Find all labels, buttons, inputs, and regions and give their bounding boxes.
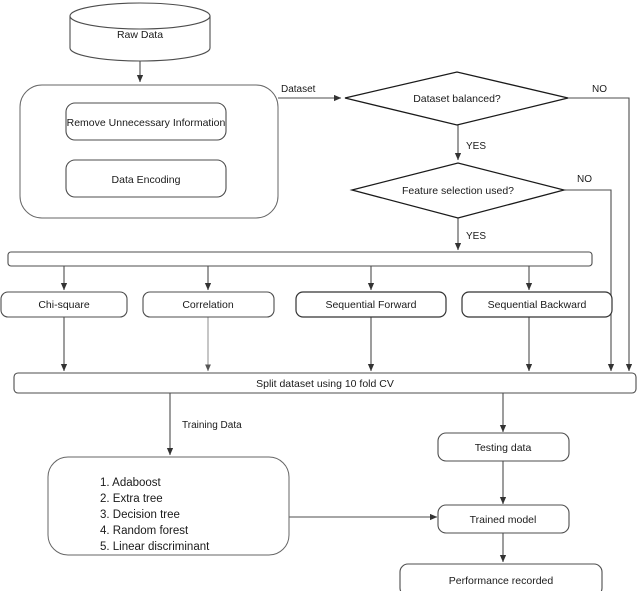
- node-trained-model[interactable]: Trained model: [437, 504, 570, 534]
- node-correlation-label: Correlation: [182, 299, 234, 311]
- node-raw-data[interactable]: Raw Data: [69, 2, 211, 62]
- algorithm-item-2: 2. Extra tree: [100, 493, 163, 505]
- algorithm-item-4: 4. Random forest: [100, 525, 189, 537]
- node-decision-dataset-balanced[interactable]: Dataset balanced?: [344, 71, 569, 126]
- node-raw-data-label: Raw Data: [117, 29, 163, 41]
- node-sequential-forward[interactable]: Sequential Forward: [295, 291, 447, 318]
- node-performance-recorded[interactable]: Performance recorded: [399, 563, 603, 591]
- node-decision-feature-selection[interactable]: Feature selection used?: [349, 162, 567, 219]
- algorithm-item-1: 1. Adaboost: [100, 477, 162, 489]
- node-remove-unnecessary-information[interactable]: Remove Unnecessary Information: [65, 102, 227, 141]
- edge-label-balanced-no: NO: [592, 84, 607, 95]
- node-sequential-backward[interactable]: Sequential Backward: [461, 291, 613, 318]
- node-correlation[interactable]: Correlation: [142, 291, 275, 318]
- edge-feature-no: [564, 189, 615, 372]
- node-algorithms-list[interactable]: 1. Adaboost 2. Extra tree 3. Decision tr…: [47, 456, 290, 556]
- node-chi-square[interactable]: Chi-square: [0, 291, 128, 318]
- node-distribution-bar: [7, 251, 593, 267]
- node-data-encoding[interactable]: Data Encoding: [65, 159, 227, 198]
- node-performance-recorded-label: Performance recorded: [449, 575, 554, 587]
- node-data-encoding-label: Data Encoding: [112, 174, 181, 186]
- node-trained-model-label: Trained model: [470, 514, 537, 526]
- edge-label-training-data: Training Data: [182, 420, 242, 431]
- edge-label-balanced-yes: YES: [466, 141, 486, 152]
- edge-label-feature-yes: YES: [466, 231, 486, 242]
- node-split-dataset-label: Split dataset using 10 fold CV: [256, 378, 394, 390]
- edge-balanced-no: [568, 97, 633, 372]
- node-sequential-forward-label: Sequential Forward: [325, 299, 416, 311]
- node-split-dataset[interactable]: Split dataset using 10 fold CV: [13, 372, 637, 394]
- node-decision-dataset-balanced-label: Dataset balanced?: [413, 93, 501, 105]
- node-remove-unnecessary-information-label: Remove Unnecessary Information: [67, 117, 226, 129]
- node-testing-data[interactable]: Testing data: [437, 432, 570, 462]
- algorithm-item-5: 5. Linear discriminant: [100, 541, 210, 553]
- edge-label-feature-no: NO: [577, 174, 592, 185]
- node-testing-data-label: Testing data: [475, 442, 532, 454]
- node-sequential-backward-label: Sequential Backward: [488, 299, 587, 311]
- node-chi-square-label: Chi-square: [38, 299, 90, 311]
- node-decision-feature-selection-label: Feature selection used?: [402, 185, 514, 197]
- algorithm-item-3: 3. Decision tree: [100, 509, 180, 521]
- edge-label-dataset: Dataset: [281, 84, 316, 95]
